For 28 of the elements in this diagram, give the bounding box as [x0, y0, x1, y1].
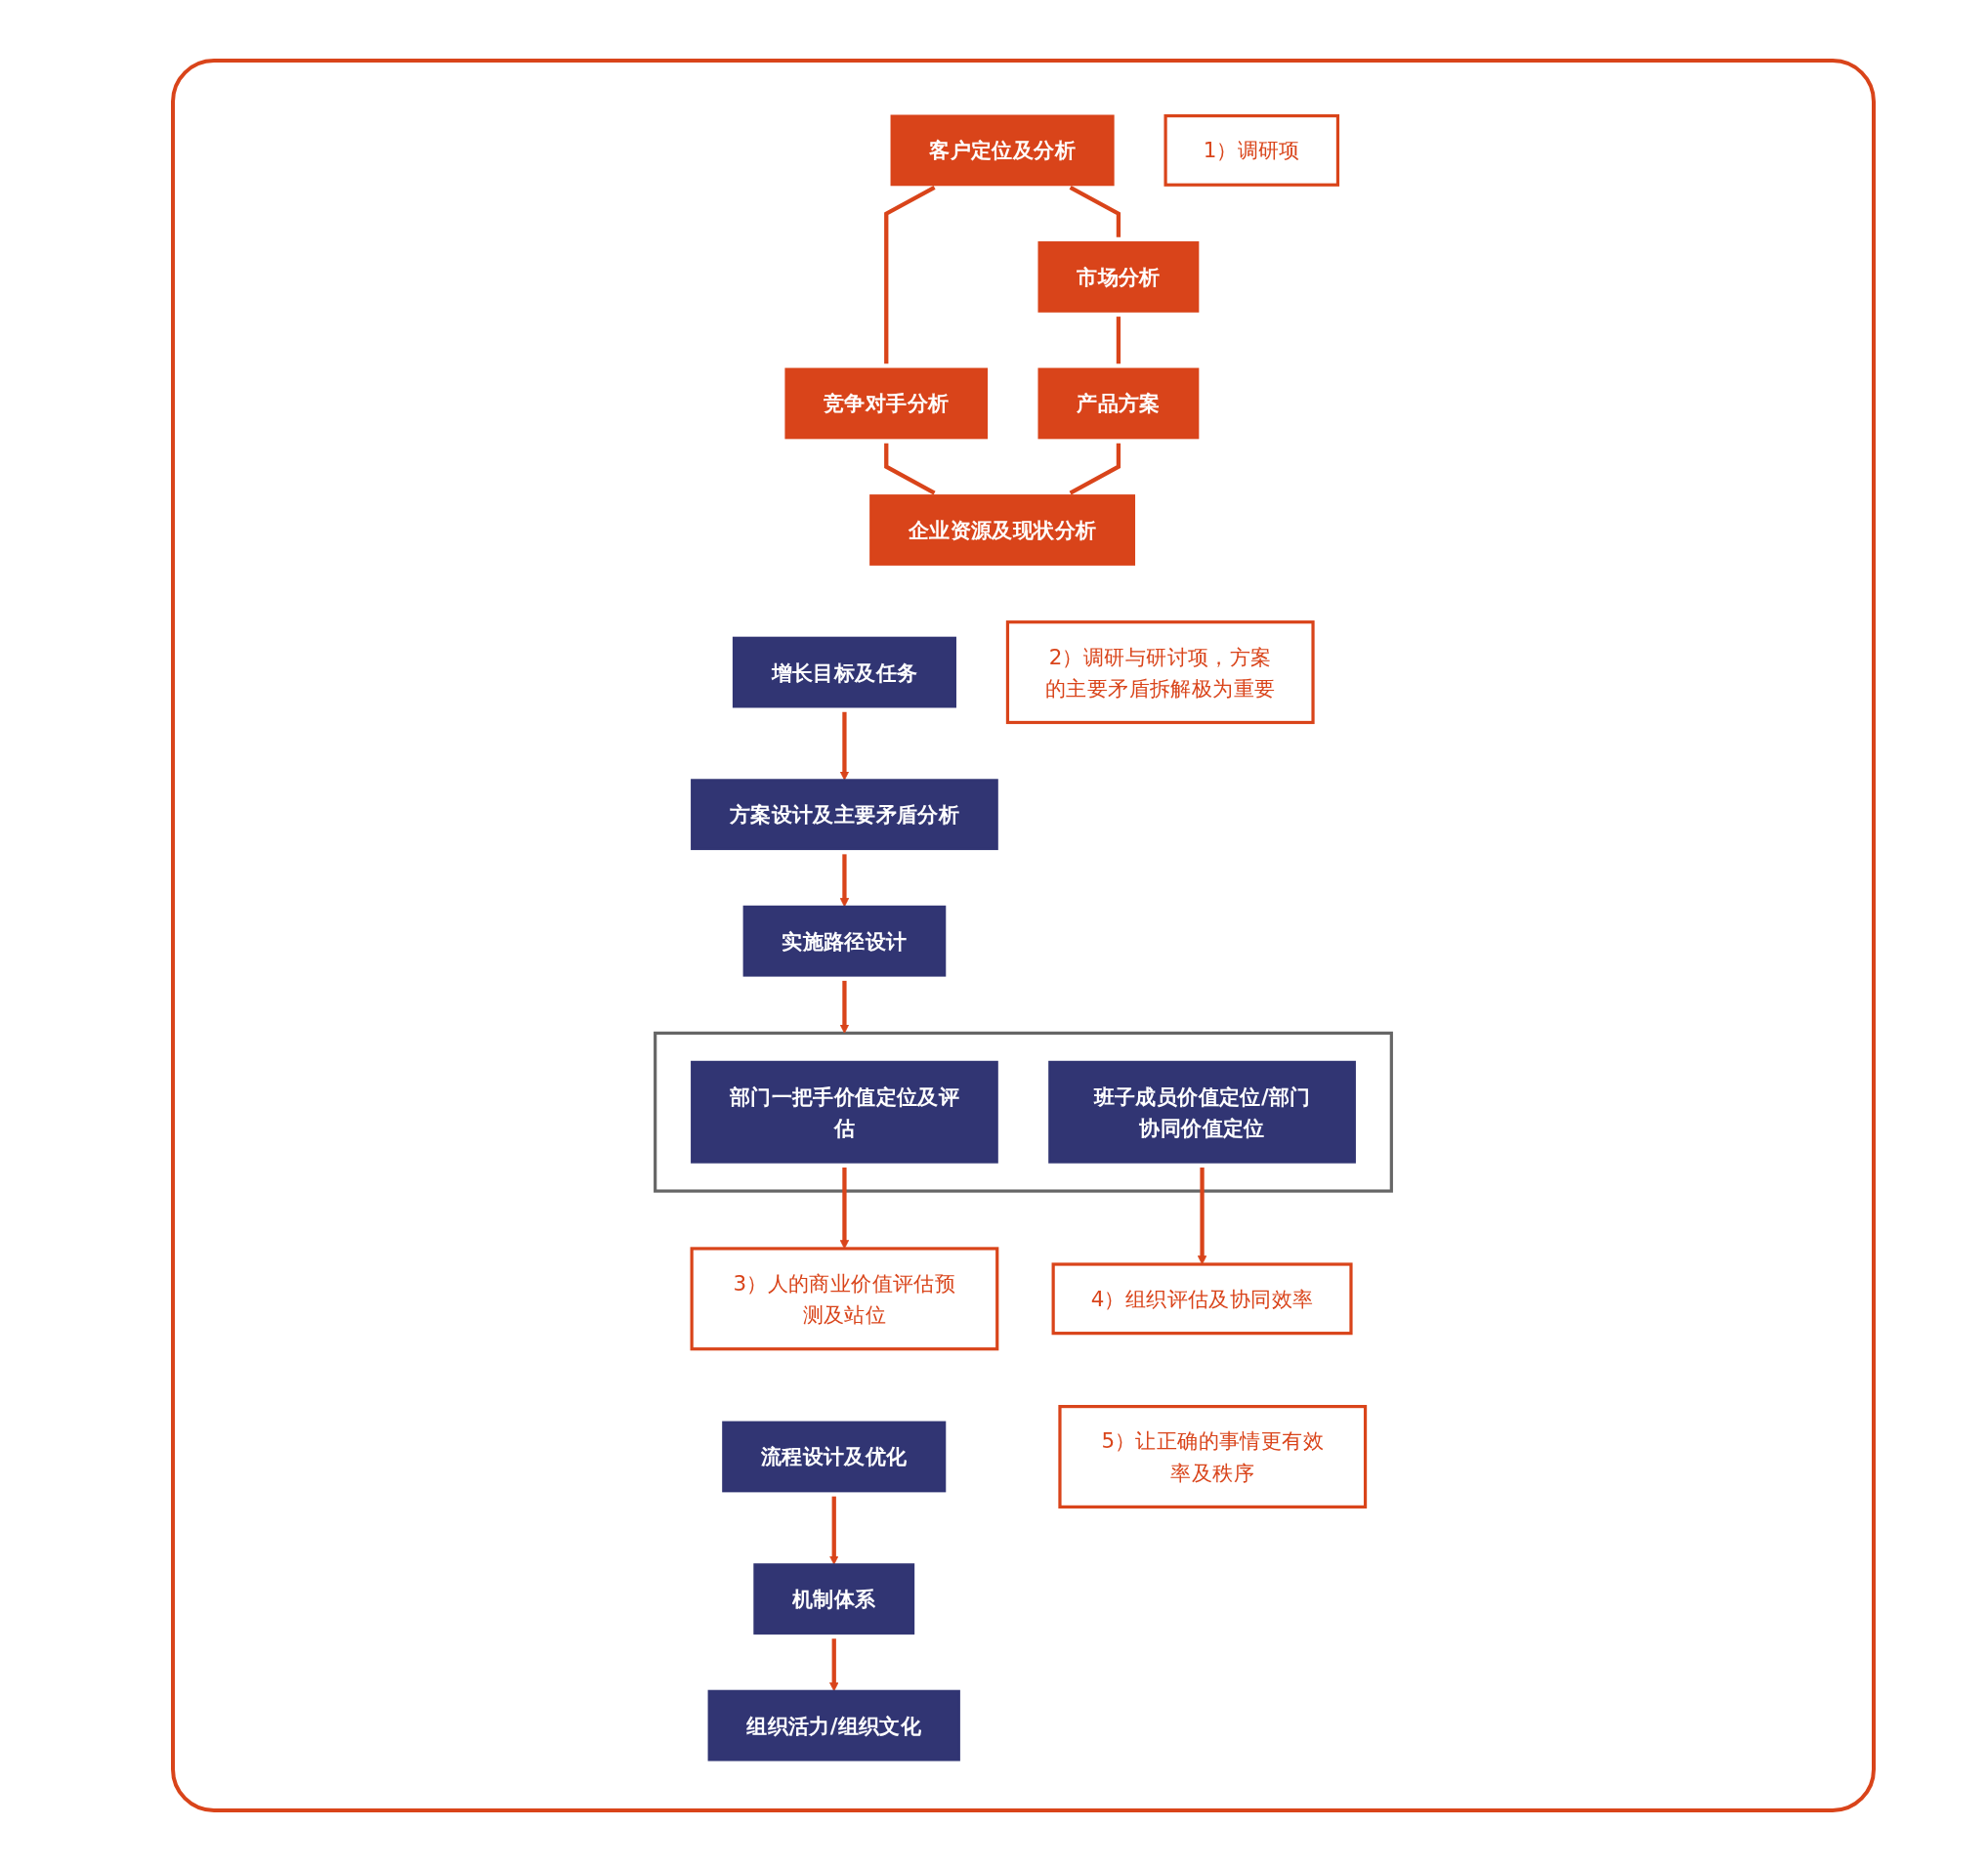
process-box: 实施路径设计	[742, 905, 947, 977]
arrow	[829, 1496, 839, 1565]
connector-line	[1069, 443, 1121, 495]
process-box: 组织活力/组织文化	[707, 1689, 960, 1762]
note-box: 2）调研与研讨项，方案的主要矛盾拆解极为重要	[1005, 620, 1315, 725]
note-box: 4）组织评估及协同效率	[1051, 1262, 1353, 1336]
process-box: 部门一把手价值定位及评估	[691, 1060, 998, 1164]
arrow	[839, 711, 850, 781]
group-frame	[654, 1031, 1393, 1193]
topic-box: 企业资源及现状分析	[869, 494, 1136, 566]
process-box: 方案设计及主要矛盾分析	[691, 779, 998, 851]
connector-line	[884, 185, 936, 364]
connector-line	[884, 443, 936, 495]
process-box: 机制体系	[753, 1563, 915, 1635]
process-box: 增长目标及任务	[732, 636, 956, 708]
arrow	[1197, 1168, 1207, 1265]
note-box: 3）人的商业价值评估预测及站位	[690, 1247, 999, 1351]
arrow	[839, 980, 850, 1034]
note-box: 5）让正确的事情更有效率及秩序	[1058, 1405, 1368, 1509]
connector-line	[1116, 317, 1121, 364]
topic-box: 客户定位及分析	[890, 114, 1115, 187]
topic-box: 竞争对手分析	[784, 367, 989, 440]
process-box: 班子成员价值定位/部门协同价值定位	[1048, 1060, 1356, 1164]
connector-line	[1069, 185, 1121, 237]
note-box: 1）调研项	[1163, 113, 1340, 187]
topic-box: 产品方案	[1037, 367, 1200, 440]
process-box: 流程设计及优化	[722, 1421, 947, 1493]
topic-box: 市场分析	[1037, 241, 1200, 313]
